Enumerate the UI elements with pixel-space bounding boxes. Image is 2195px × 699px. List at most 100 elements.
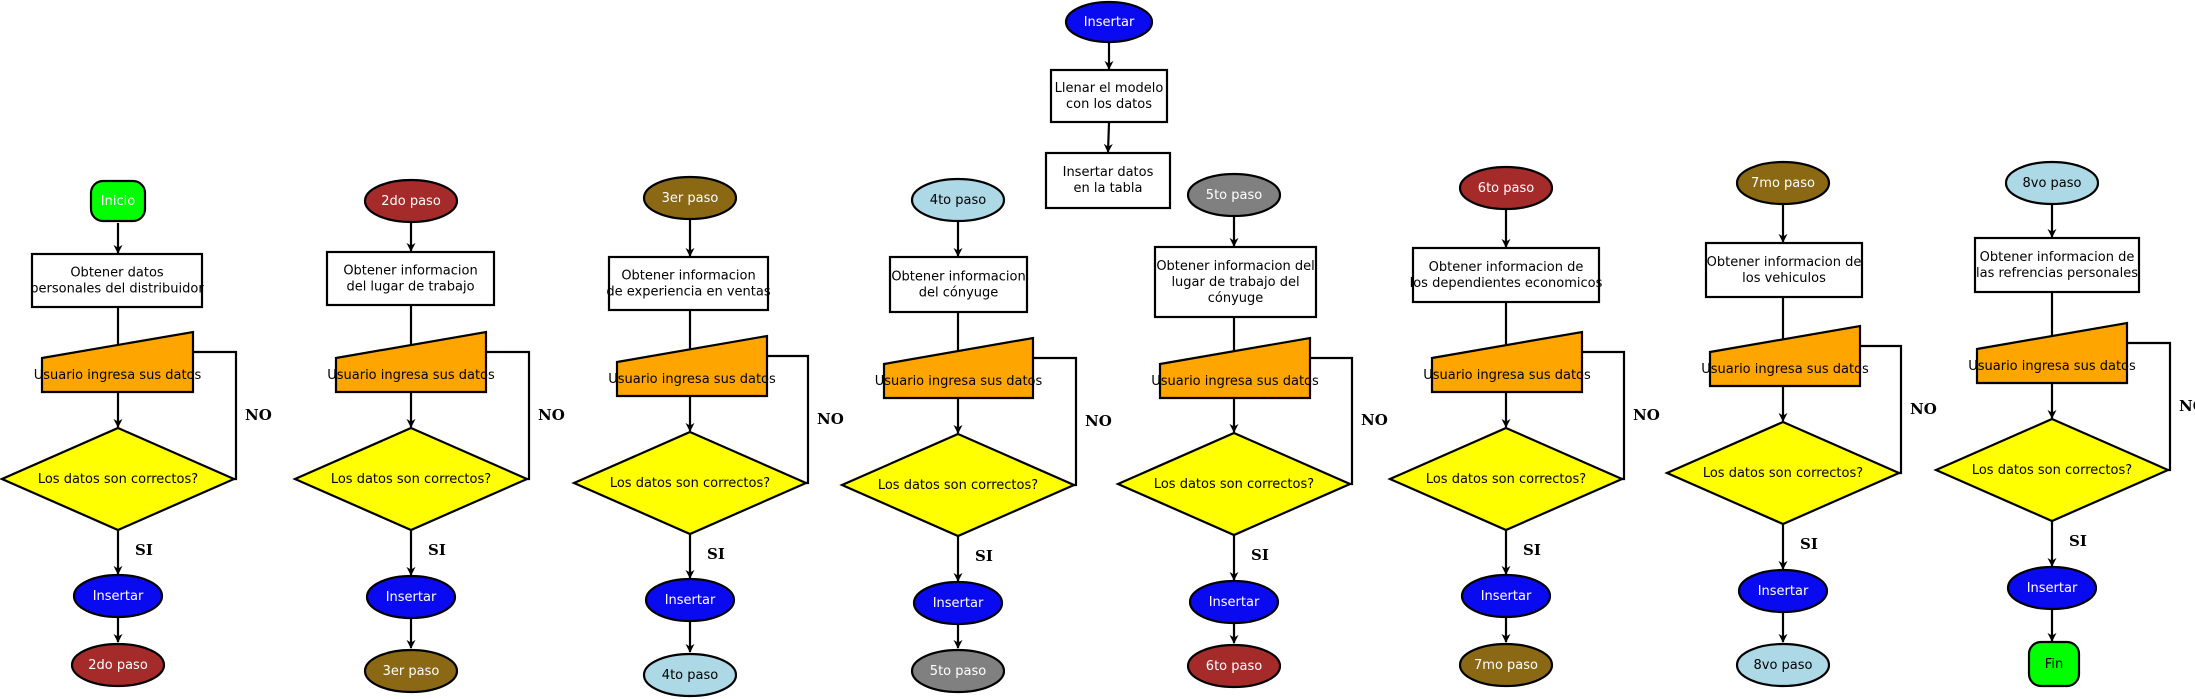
- decision-label-4: Los datos son correctos?: [878, 478, 1038, 493]
- no-label-8: NO: [2179, 397, 2195, 415]
- step-node-6: [1458, 165, 1554, 211]
- column-7-bottom-label: 8vo paso: [1754, 658, 1813, 673]
- insert-label-4: Insertar: [933, 596, 984, 611]
- decision-label-8: Los datos son correctos?: [1972, 463, 2132, 478]
- insert-label-5: Insertar: [1209, 595, 1260, 610]
- next-step-node-6: [1458, 642, 1554, 688]
- input-box-3: [615, 334, 769, 398]
- step-node-7: [1735, 160, 1831, 206]
- decision-node-4: [839, 432, 1077, 538]
- input-label-7: Usuario ingresa sus datos: [1701, 362, 1869, 377]
- fill-model-box: [1049, 68, 1169, 124]
- decision-node-5: [1115, 431, 1353, 537]
- column-1-bottom-label: 2do paso: [88, 658, 148, 673]
- task-box-6: [1411, 246, 1601, 304]
- no-label-1: NO: [245, 406, 272, 424]
- insert-node-4: [912, 580, 1004, 626]
- insert-node-1: [72, 573, 164, 619]
- task-box-8: [1973, 236, 2141, 294]
- no-label-6: NO: [1633, 406, 1660, 424]
- task-box-4: [888, 255, 1029, 314]
- decision-label-6: Los datos son correctos?: [1426, 472, 1586, 487]
- next-step-node-7: [1735, 642, 1831, 688]
- column-2-top-label: 2do paso: [381, 194, 441, 209]
- start-node: [89, 179, 147, 223]
- column-6-top-label: 6to paso: [1478, 181, 1534, 196]
- insert-label-2: Insertar: [386, 590, 437, 605]
- task-box-5: [1153, 245, 1318, 319]
- insert-table-box: [1044, 151, 1172, 210]
- column-4-bottom-label: 5to paso: [930, 664, 986, 679]
- decision-label-3: Los datos son correctos?: [610, 476, 770, 491]
- decision-node-3: [571, 430, 809, 536]
- task-box-3: [607, 255, 770, 312]
- insert-label-8: Insertar: [2027, 581, 2078, 596]
- input-box-7: [1708, 324, 1862, 388]
- step-node-2: [363, 178, 459, 224]
- step-node-5: [1186, 172, 1282, 218]
- step-node-3: [642, 175, 738, 221]
- insert-node-7: [1737, 568, 1829, 614]
- decision-node-6: [1387, 426, 1625, 532]
- input-label-8: Usuario ingresa sus datos: [1968, 359, 2136, 374]
- yes-label-2: SI: [428, 541, 446, 559]
- input-box-1: [40, 330, 195, 394]
- input-box-5: [1158, 336, 1312, 400]
- yes-label-7: SI: [1800, 535, 1818, 553]
- next-step-node-5: [1186, 643, 1282, 689]
- decision-label-1: Los datos son correctos?: [38, 472, 198, 487]
- column-5-top-label: 5to paso: [1206, 188, 1262, 203]
- column-8-top-label: 8vo paso: [2023, 176, 2082, 191]
- insert-node-3: [644, 577, 736, 623]
- column-6-bottom-label: 7mo paso: [1474, 658, 1538, 673]
- insert-label-3: Insertar: [665, 593, 716, 608]
- decision-node-1: [0, 426, 237, 532]
- yes-label-6: SI: [1523, 541, 1541, 559]
- yes-label-4: SI: [975, 547, 993, 565]
- step-node-8: [2004, 160, 2100, 206]
- input-label-2: Usuario ingresa sus datos: [327, 368, 495, 383]
- task-box-7: [1704, 241, 1864, 299]
- decision-label-5: Los datos son correctos?: [1154, 477, 1314, 492]
- insert-label-1: Insertar: [93, 589, 144, 604]
- next-step-node-4: [910, 648, 1006, 694]
- next-step-node-3: [642, 652, 738, 698]
- header-insert-label: Insertar: [1084, 15, 1135, 30]
- input-label-5: Usuario ingresa sus datos: [1151, 374, 1319, 389]
- input-box-2: [334, 330, 488, 394]
- step-node-4: [910, 177, 1006, 223]
- decision-label-7: Los datos son correctos?: [1703, 466, 1863, 481]
- next-step-node-1: [70, 642, 166, 688]
- column-1-top-label: Inicio: [101, 194, 135, 209]
- input-box-6: [1430, 330, 1584, 394]
- input-box-4: [882, 336, 1035, 400]
- input-label-4: Usuario ingresa sus datos: [875, 374, 1043, 389]
- input-label-6: Usuario ingresa sus datos: [1423, 368, 1591, 383]
- task-box-1: [30, 252, 204, 309]
- insert-node-8: [2006, 565, 2098, 611]
- column-2-bottom-label: 3er paso: [383, 664, 440, 679]
- column-7-top-label: 7mo paso: [1751, 176, 1815, 191]
- insert-label-7: Insertar: [1758, 584, 1809, 599]
- column-3-bottom-label: 4to paso: [662, 668, 718, 683]
- insert-node-5: [1188, 579, 1280, 625]
- yes-label-5: SI: [1251, 546, 1269, 564]
